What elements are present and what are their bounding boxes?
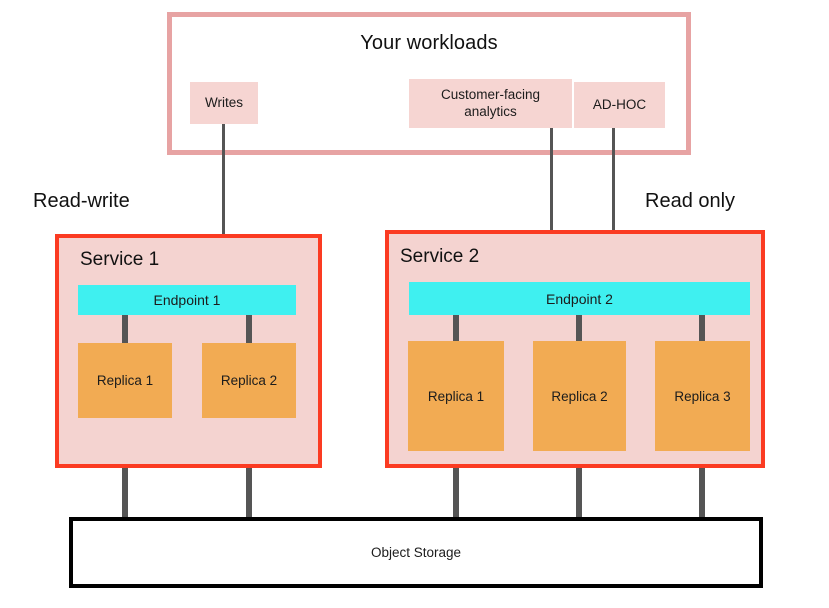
- workload-chip-customer-facing-analytics[interactable]: Customer-facing analytics: [409, 79, 572, 128]
- service-1-replica-2[interactable]: Replica 2: [202, 343, 296, 418]
- connector-endpoint2-replica1: [453, 315, 459, 341]
- label-read-only: Read only: [645, 190, 736, 212]
- endpoint-2[interactable]: Endpoint 2: [409, 282, 750, 315]
- service-1-replica-1[interactable]: Replica 1: [78, 343, 172, 418]
- service-2-title: Service 2: [400, 246, 480, 267]
- connector-service2-replica1-storage: [453, 451, 459, 519]
- connector-endpoint2-replica2: [576, 315, 582, 341]
- connector-endpoint1-replica1: [122, 315, 128, 343]
- connector-service1-replica1-storage: [122, 418, 128, 519]
- service-2-replica-3[interactable]: Replica 3: [655, 341, 750, 451]
- connector-service2-replica3-storage: [699, 451, 705, 519]
- workload-chip-writes[interactable]: Writes: [190, 82, 258, 124]
- workloads-title: Your workloads: [360, 32, 498, 54]
- endpoint-1[interactable]: Endpoint 1: [78, 285, 296, 315]
- label-read-write: Read-write: [33, 190, 130, 212]
- connector-service1-replica2-storage: [246, 418, 252, 519]
- arrow-line-writes-to-endpoint1: [222, 124, 225, 262]
- object-storage-container[interactable]: Object Storage: [69, 517, 763, 588]
- service-2-replica-1[interactable]: Replica 1: [408, 341, 504, 451]
- arrow-line-analytics-to-endpoint2: [550, 128, 553, 262]
- workload-chip-ad-hoc[interactable]: AD-HOC: [574, 82, 665, 128]
- service-2-replica-2[interactable]: Replica 2: [533, 341, 626, 451]
- service-1-title: Service 1: [80, 249, 160, 270]
- connector-endpoint1-replica2: [246, 315, 252, 343]
- connector-service2-replica2-storage: [576, 451, 582, 519]
- connector-endpoint2-replica3: [699, 315, 705, 341]
- arrow-line-adhoc-to-endpoint2: [612, 128, 615, 262]
